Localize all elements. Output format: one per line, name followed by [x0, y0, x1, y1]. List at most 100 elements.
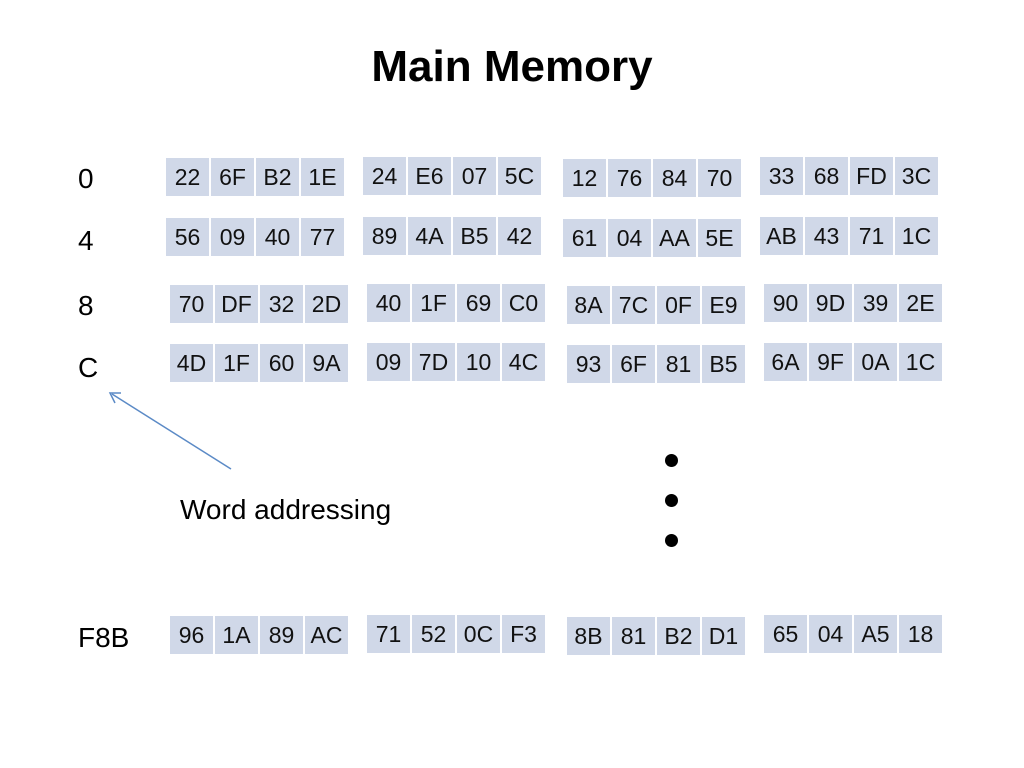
- address-label-4: 4: [78, 225, 94, 256]
- memory-byte-cell: 71: [367, 615, 410, 653]
- memory-byte-cell: 81: [657, 345, 700, 383]
- memory-byte-cell: FD: [850, 157, 893, 195]
- memory-byte-cell: 39: [854, 284, 897, 322]
- ellipsis-dot: [665, 534, 678, 547]
- memory-byte-cell: 93: [567, 345, 610, 383]
- memory-byte-cell: 7C: [612, 286, 655, 324]
- memory-byte-cell: E6: [408, 157, 451, 195]
- memory-byte-cell: 09: [211, 218, 254, 256]
- memory-byte-cell: 4A: [408, 217, 451, 255]
- memory-byte-cell: 69: [457, 284, 500, 322]
- memory-byte-cell: AB: [760, 217, 803, 255]
- memory-byte-cell: F3: [502, 615, 545, 653]
- memory-byte-cell: 96: [170, 616, 213, 654]
- memory-byte-cell: 1C: [895, 217, 938, 255]
- memory-byte-cell: 5C: [498, 157, 541, 195]
- memory-byte-cell: 0A: [854, 343, 897, 381]
- memory-byte-cell: 18: [899, 615, 942, 653]
- memory-byte-cell: A5: [854, 615, 897, 653]
- memory-byte-cell: 3C: [895, 157, 938, 195]
- memory-byte-cell: 2E: [899, 284, 942, 322]
- memory-byte-cell: 9F: [809, 343, 852, 381]
- memory-byte-cell: 40: [367, 284, 410, 322]
- memory-byte-cell: 33: [760, 157, 803, 195]
- memory-byte-cell: 9D: [809, 284, 852, 322]
- memory-byte-cell: 6F: [612, 345, 655, 383]
- memory-byte-cell: 70: [170, 285, 213, 323]
- memory-byte-cell: 09: [367, 343, 410, 381]
- memory-byte-cell: 0F: [657, 286, 700, 324]
- memory-byte-cell: 71: [850, 217, 893, 255]
- ellipsis-dot: [665, 494, 678, 507]
- memory-byte-cell: 22: [166, 158, 209, 196]
- memory-byte-cell: 6F: [211, 158, 254, 196]
- memory-byte-cell: 52: [412, 615, 455, 653]
- memory-byte-cell: 68: [805, 157, 848, 195]
- memory-byte-cell: 0C: [457, 615, 500, 653]
- word-addressing-caption: Word addressing: [180, 494, 392, 525]
- memory-byte-cell: 24: [363, 157, 406, 195]
- memory-byte-cell: 2D: [305, 285, 348, 323]
- memory-byte-cell: 7D: [412, 343, 455, 381]
- memory-byte-cell: 07: [453, 157, 496, 195]
- memory-byte-cell: 56: [166, 218, 209, 256]
- memory-byte-cell: 4D: [170, 344, 213, 382]
- memory-byte-cell: 89: [260, 616, 303, 654]
- memory-byte-cell: 76: [608, 159, 651, 197]
- memory-byte-cell: C0: [502, 284, 545, 322]
- address-label-0: 0: [78, 163, 94, 194]
- memory-byte-cell: 42: [498, 217, 541, 255]
- memory-byte-cell: 40: [256, 218, 299, 256]
- memory-byte-cell: 10: [457, 343, 500, 381]
- memory-byte-cell: 43: [805, 217, 848, 255]
- memory-byte-cell: 90: [764, 284, 807, 322]
- memory-byte-cell: 12: [563, 159, 606, 197]
- memory-byte-cell: B5: [702, 345, 745, 383]
- memory-byte-cell: 65: [764, 615, 807, 653]
- memory-byte-cell: B5: [453, 217, 496, 255]
- memory-byte-cell: 8A: [567, 286, 610, 324]
- memory-byte-cell: AA: [653, 219, 696, 257]
- memory-byte-cell: 1C: [899, 343, 942, 381]
- memory-byte-cell: E9: [702, 286, 745, 324]
- memory-byte-cell: DF: [215, 285, 258, 323]
- memory-byte-cell: B2: [256, 158, 299, 196]
- address-label-8: 8: [78, 290, 94, 321]
- memory-byte-cell: 9A: [305, 344, 348, 382]
- memory-byte-cell: 4C: [502, 343, 545, 381]
- memory-byte-cell: 1F: [412, 284, 455, 322]
- memory-byte-cell: 81: [612, 617, 655, 655]
- memory-byte-cell: 1E: [301, 158, 344, 196]
- memory-byte-cell: 1F: [215, 344, 258, 382]
- memory-byte-cell: 77: [301, 218, 344, 256]
- memory-byte-cell: 6A: [764, 343, 807, 381]
- ellipsis-dot: [665, 454, 678, 467]
- memory-byte-cell: B2: [657, 617, 700, 655]
- memory-byte-cell: 04: [608, 219, 651, 257]
- memory-byte-cell: 70: [698, 159, 741, 197]
- memory-byte-cell: 8B: [567, 617, 610, 655]
- memory-byte-cell: AC: [305, 616, 348, 654]
- memory-byte-cell: 04: [809, 615, 852, 653]
- memory-byte-cell: 32: [260, 285, 303, 323]
- memory-byte-cell: 61: [563, 219, 606, 257]
